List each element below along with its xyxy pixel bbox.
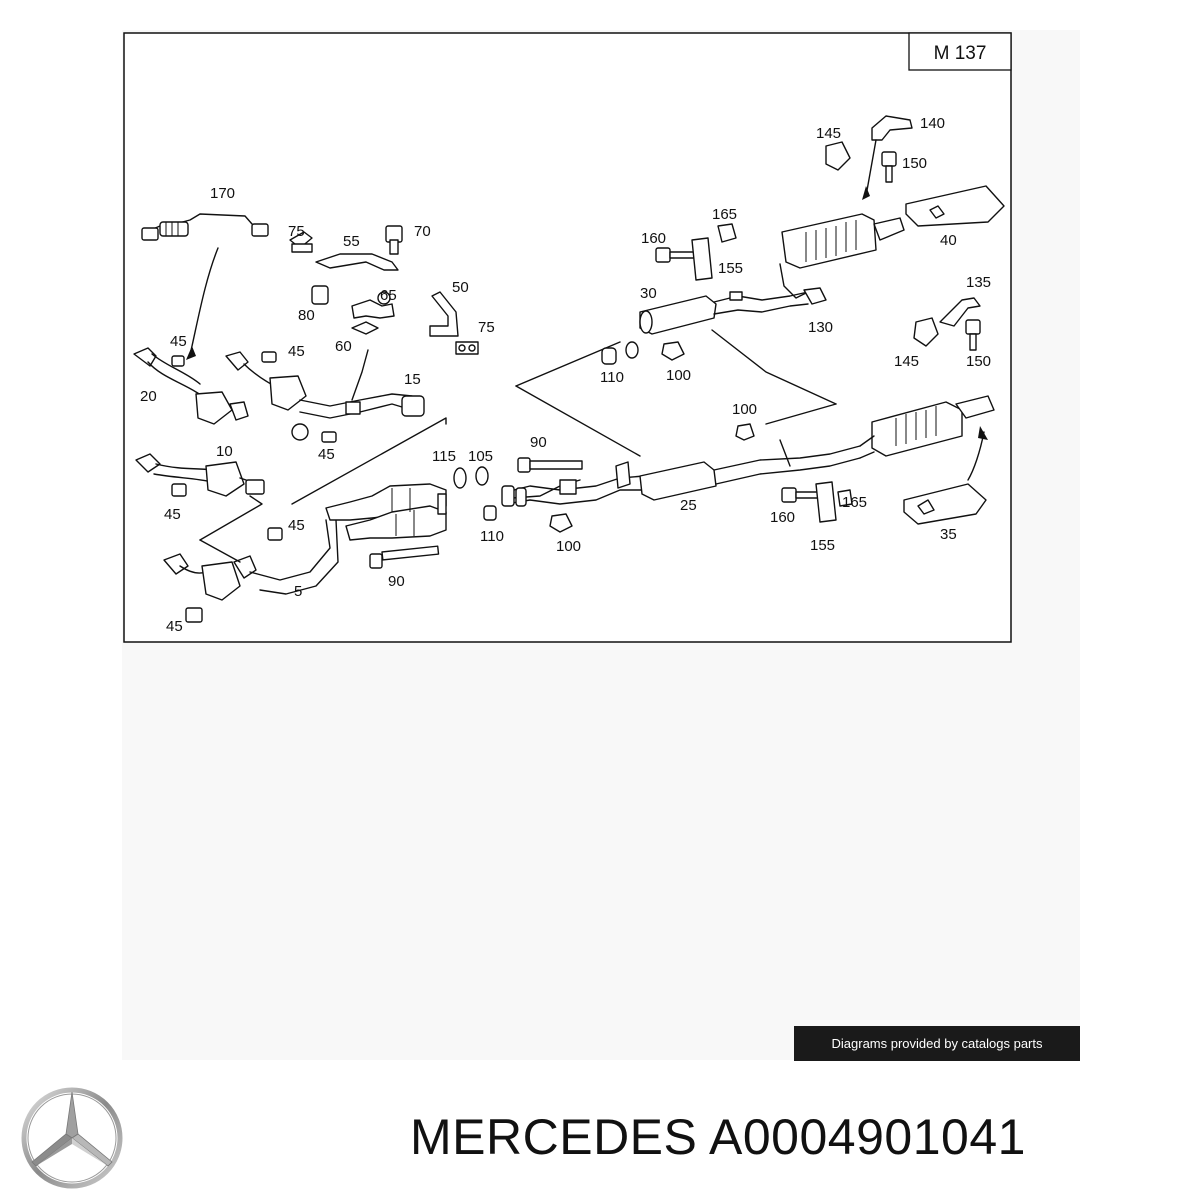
part-label-150: 150 [966,353,991,370]
tail-trim-35-part [903,426,988,525]
part-label-165: 165 [842,494,867,511]
product-title: MERCEDES A0004901041 [410,1109,1026,1165]
sensor-arrow [189,247,219,356]
part-label-15: 15 [404,371,421,388]
part-label-170: 170 [210,185,235,202]
rear-muffler-lower-part [859,395,995,459]
part-label-155: 155 [718,260,743,277]
part-label-80: 80 [298,307,315,324]
part-label-145: 145 [894,353,919,370]
exhaust-pipe-10-part [135,453,265,497]
leader-line [291,417,447,505]
part-label-155: 155 [810,537,835,554]
part-label-150: 150 [902,155,927,172]
part-label-115: 115 [432,448,456,465]
part-label-45: 45 [164,506,181,523]
credit-banner: Diagrams provided by catalogs parts [794,1026,1080,1061]
part-label-145: 145 [816,125,841,142]
bracket-55-part [289,225,403,305]
bracket-50-part [429,291,479,355]
exhaust-pipe-20-part [133,347,249,425]
model-code-box [908,32,1012,71]
part-label-165: 165 [712,206,737,223]
front-muffler-30-part [639,291,837,405]
part-label-75: 75 [478,319,495,336]
model-code: M 137 [934,43,987,64]
mercedes-star-icon [21,1087,123,1189]
part-labels: 170 75 55 70 80 65 60 50 75 45 20 45 15 … [140,115,991,635]
part-label-130: 130 [808,319,833,336]
part-label-160: 160 [770,509,795,526]
part-label-100: 100 [732,401,757,418]
part-label-45: 45 [170,333,187,350]
part-label-5: 5 [294,583,302,600]
bracket-130-part [803,287,827,305]
catalytic-converter-part [325,483,447,541]
part-label-45: 45 [166,618,183,635]
exhaust-pipe-5-part [163,519,339,623]
leader-line [199,495,263,541]
part-label-20: 20 [140,388,157,405]
part-label-50: 50 [452,279,469,296]
part-label-40: 40 [940,232,957,249]
tail-trim-40-part [905,185,1005,227]
bolt-90-parts [369,457,583,569]
part-label-90: 90 [388,573,405,590]
part-label-100: 100 [666,367,691,384]
part-label-60: 60 [335,338,352,355]
exhaust-pipe-15-part [225,349,425,443]
part-label-75: 75 [288,223,305,240]
hanger-135-part [913,297,981,351]
oxygen-sensor-part [141,213,269,241]
hanger-155-upper-part [655,223,737,281]
part-label-110: 110 [480,528,504,545]
y-pipe-part [501,461,645,507]
part-label-45: 45 [318,446,335,463]
part-label-55: 55 [343,233,360,250]
part-label-135: 135 [966,274,991,291]
gasket-parts [453,466,573,533]
part-label-35: 35 [940,526,957,543]
nut-parts-upper [601,341,755,441]
leader-line [199,539,241,563]
rear-muffler-upper-part [779,213,905,299]
part-label-100: 100 [556,538,581,555]
part-label-65: 65 [380,287,397,304]
part-label-110: 110 [600,369,624,386]
hanger-140-part [825,115,913,200]
arrow-head [186,346,196,360]
part-label-70: 70 [414,223,431,240]
part-label-25: 25 [680,497,697,514]
part-label-45: 45 [288,343,305,360]
part-label-10: 10 [216,443,233,460]
part-label-45: 45 [288,517,305,534]
part-label-90: 90 [530,434,547,451]
hanger-155-part [781,481,853,523]
part-label-160: 160 [641,230,666,247]
part-label-105: 105 [468,448,493,465]
part-label-140: 140 [920,115,945,132]
clamp-60-part [351,291,395,335]
part-label-30: 30 [640,285,657,302]
